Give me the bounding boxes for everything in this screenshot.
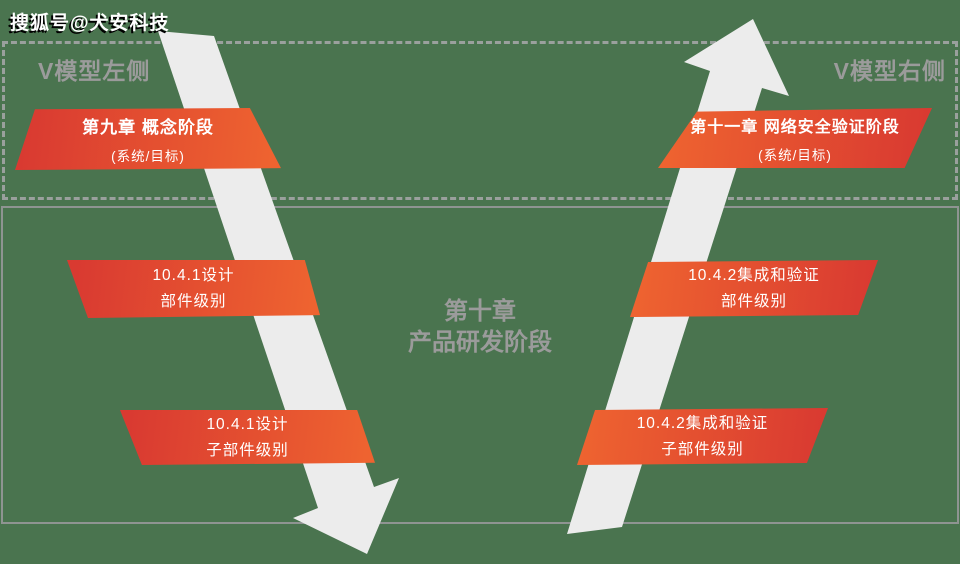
phase-box-verification: 第十一章 网络安全验证阶段 (系统/目标) [658,108,932,168]
development-region-border [1,206,959,524]
phase-concept-title: 第九章 概念阶段 [82,118,214,137]
center-phase-line2: 产品研发阶段 [408,329,552,356]
center-phase-line1: 第十章 [444,298,516,325]
design-subcomponent-line1: 10.4.1设计 [206,415,289,433]
integration-subcomponent-line2: 子部件级别 [661,440,744,458]
sohu-watermark: 搜狐号@犬安科技 [10,13,170,34]
integration-component-line2: 部件级别 [720,292,787,310]
phase-box-integration-subcomponent: 10.4.2集成和验证 子部件级别 [577,408,828,465]
phase-box-design-component: 10.4.1设计 部件级别 [67,260,320,318]
integration-component-line1: 10.4.2集成和验证 [688,266,820,284]
phase-box-concept: 第九章 概念阶段 (系统/目标) [15,108,281,170]
phase-verification-title: 第十一章 网络安全验证阶段 [690,118,900,136]
concept-region-border [2,41,958,200]
v-model-left-label: V模型左侧 [38,58,151,84]
center-phase-title: 第十章 产品研发阶段 [330,296,630,358]
design-component-line1: 10.4.1设计 [152,267,235,284]
phase-verification-subtitle: (系统/目标) [758,147,832,163]
v-model-right-label: V模型右侧 [833,58,946,84]
integration-subcomponent-line1: 10.4.2集成和验证 [636,414,769,432]
phase-box-integration-component: 10.4.2集成和验证 部件级别 [630,260,878,317]
design-subcomponent-line2: 子部件级别 [206,441,289,459]
design-component-line2: 部件级别 [160,293,227,310]
phase-box-design-subcomponent: 10.4.1设计 子部件级别 [120,410,375,465]
phase-concept-subtitle: (系统/目标) [111,149,185,164]
